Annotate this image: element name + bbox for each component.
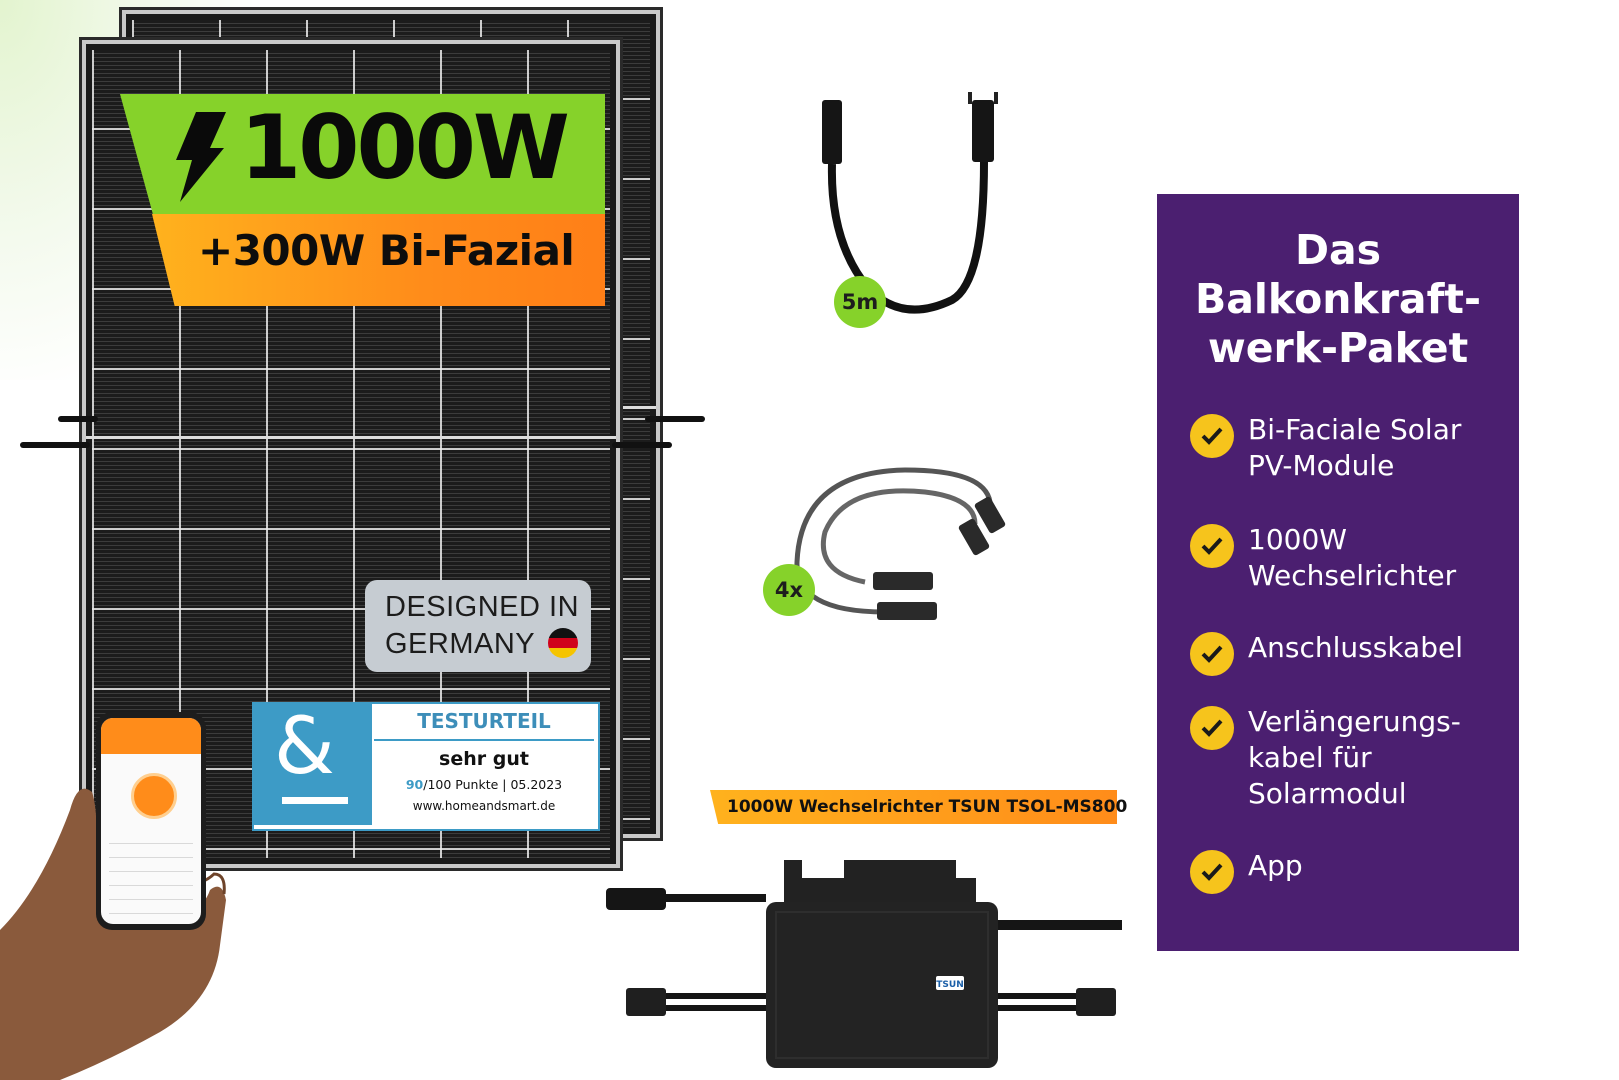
checkmark-icon [1190,414,1234,458]
panel-connector-right-2 [612,442,672,448]
package-title-line: werk-Paket [1207,324,1469,372]
bifacial-banner [152,214,605,306]
checkmark-icon [1190,706,1234,750]
package-item-label: App [1248,849,1303,882]
cable-length-badge: 5m [834,276,886,328]
package-title-line: Das [1294,226,1382,274]
extension-cables-4x [794,467,1006,620]
power-rating: 1000W [240,96,570,199]
package-title-line: Balkonkraft- [1194,275,1482,323]
inverter-brand-logo: TSUN [936,980,963,990]
test-seal-url: www.homeandsmart.de [412,799,556,813]
package-title: Das Balkonkraft- werk-Paket [1157,226,1519,373]
package-item-label: Verlängerungs- kabel für Solarmodul [1248,705,1461,810]
connection-cable-5m [822,92,998,314]
panel-connector-left-2 [20,442,90,448]
inverter-label-banner [710,790,1117,824]
test-seal-logo [254,704,372,825]
checkmark-icon [1190,850,1234,894]
ampersand-logo-icon: & [274,702,335,792]
test-seal-score: 90 [405,777,424,792]
test-seal-rating: sehr gut [439,748,529,770]
panel-connector-right-1 [645,416,705,422]
designed-badge-line2: GERMANY [385,628,536,660]
test-seal-points-suffix: /100 Punkte | 05.2023 [423,777,563,792]
cable-count-badge: 4x [763,564,815,616]
panel-connector-left-1 [58,416,98,422]
logo-underline [282,797,348,804]
designed-badge-line1: DESIGNED IN [385,591,580,623]
inverter-device: TSUN [606,860,1122,1068]
package-box [1157,194,1519,951]
app-screen [101,718,201,924]
test-seal-title: TESTURTEIL [374,704,594,741]
checkmark-icon [1190,524,1234,568]
lightning-bolt-icon [176,112,226,202]
bifacial-bonus: +300W Bi-Fazial [198,226,575,275]
germany-flag-icon [548,628,578,658]
inverter-label: 1000W Wechselrichter TSUN TSOL-MS800 [727,797,1128,817]
checkmark-icon [1190,632,1234,676]
package-item-label: Bi-Faciale Solar PV-Module [1248,413,1462,482]
test-seal-points: 90/100 Punkte | 05.2023 [374,777,594,792]
package-item-label: 1000W Wechselrichter [1248,523,1457,592]
package-item-label: Anschlusskabel [1248,631,1463,664]
designed-in-germany-badge [365,580,591,672]
